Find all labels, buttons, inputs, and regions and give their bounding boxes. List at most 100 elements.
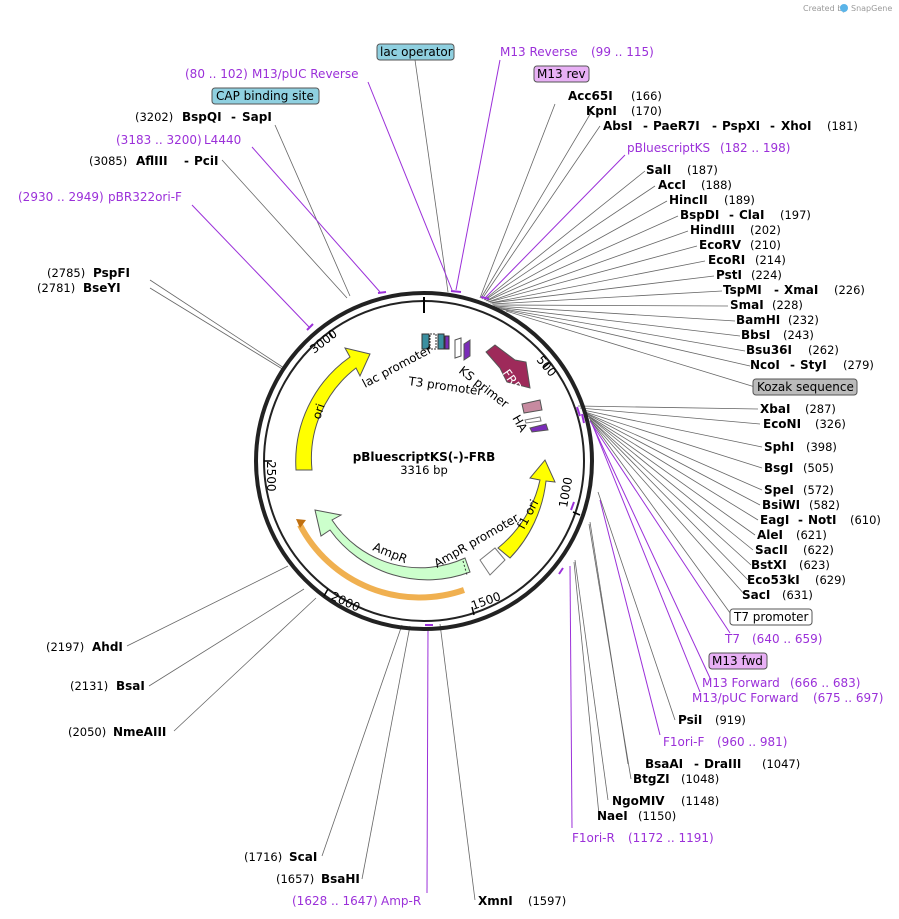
- f1-ori-arrow[interactable]: [497, 459, 556, 559]
- enzyme-sep: -: [231, 110, 236, 124]
- enzyme-bstxi[interactable]: BstXI(623): [751, 558, 830, 572]
- enzyme-bseyi[interactable]: (2781)BseYI: [37, 281, 121, 295]
- t7-promoter-box-label: T7 promoter: [733, 610, 809, 624]
- t7-promoter-box[interactable]: [729, 608, 813, 626]
- lac-operator-box[interactable]: [376, 43, 455, 61]
- primer-name: M13 Reverse: [500, 45, 578, 59]
- enzyme-pos: (187): [687, 163, 718, 177]
- enzyme-eco53ki[interactable]: Eco53kI(629): [747, 573, 846, 587]
- ampr-arrow[interactable]: [314, 509, 471, 581]
- enzyme-name: BsgI: [764, 461, 793, 475]
- primer-m13-puc-forward[interactable]: M13/pUC Forward (675 .. 697): [692, 691, 883, 705]
- enzyme-hindiii[interactable]: HindIII(202): [690, 223, 781, 237]
- enzyme-ecori[interactable]: EcoRI(214): [708, 253, 786, 267]
- primer-f1ori-r[interactable]: F1ori-R (1172 .. 1191): [572, 831, 714, 845]
- primer-name: F1ori-R: [572, 831, 615, 845]
- ori-arrow[interactable]: [295, 347, 371, 471]
- enzyme-sep: -: [643, 119, 648, 133]
- enzyme-naei[interactable]: NaeI(1150): [597, 809, 676, 823]
- enzyme-smai[interactable]: SmaI(228): [730, 298, 803, 312]
- primer-amp-r[interactable]: (1628 .. 1647) Amp-R: [292, 894, 421, 908]
- enzyme-xbai[interactable]: XbaI(287): [760, 402, 836, 416]
- enzyme-pos: (1047): [762, 757, 800, 771]
- enzyme-bbsi[interactable]: BbsI(243): [741, 328, 814, 342]
- enzyme-ngomiv[interactable]: NgoMIV(1148): [612, 794, 719, 808]
- enzyme-pos: (582): [809, 498, 840, 512]
- enzyme-ncoi-styi[interactable]: NcoI - StyI (279): [750, 358, 874, 372]
- enzyme-ahdi[interactable]: (2197)AhdI: [46, 640, 123, 654]
- m13-fwd-box[interactable]: [708, 652, 768, 670]
- primer-l4440[interactable]: (3183 .. 3200) L4440: [116, 133, 241, 147]
- enzyme-ecorv[interactable]: EcoRV(210): [699, 238, 781, 252]
- enzyme-name: BspDI: [680, 208, 719, 222]
- enzyme-nmeaiii[interactable]: (2050)NmeAIII: [68, 725, 166, 739]
- enzyme-name: BbsI: [741, 328, 770, 342]
- enzyme-hincii[interactable]: HincII(189): [669, 193, 755, 207]
- enzyme-bsaai-draiii[interactable]: BsaAI - DraIII (1047): [645, 757, 800, 771]
- enzyme-eagi-noti[interactable]: EagI - NotI (610): [760, 513, 881, 527]
- enzyme-sali[interactable]: SalI (187): [646, 163, 718, 177]
- enzyme-acci[interactable]: AccI(188): [658, 178, 732, 192]
- ha-block[interactable]: [521, 399, 543, 414]
- enzyme-afliii-pcii[interactable]: (3085) AflIII - PciI: [89, 154, 219, 168]
- primer-name: T7: [724, 632, 740, 646]
- lac-promoter-block: [429, 333, 437, 350]
- enzyme-name: KpnI: [586, 104, 617, 118]
- primer-m13-reverse[interactable]: M13 Reverse (99 .. 115): [500, 45, 654, 59]
- enzyme-name: ScaI: [289, 850, 317, 864]
- kozak-box[interactable]: [752, 378, 858, 396]
- enzyme-pspfi[interactable]: (2785)PspFI: [47, 266, 130, 280]
- enzyme-tspmi-xmai[interactable]: TspMI - XmaI (226): [723, 283, 865, 297]
- primer-pbr322ori-f[interactable]: (2930 .. 2949) pBR322ori-F: [18, 190, 182, 204]
- enzyme-sep: -: [729, 208, 734, 222]
- enzyme-name: SpeI: [764, 483, 794, 497]
- cap-site-box-label: CAP binding site: [216, 89, 314, 103]
- primer-range: (2930 .. 2949): [18, 190, 104, 204]
- enzyme-psii[interactable]: PsiI(919): [678, 713, 746, 727]
- m13-rev-block: [444, 335, 450, 350]
- m13-rev-box[interactable]: [533, 65, 590, 83]
- primer-t7[interactable]: T7 (640 .. 659): [724, 632, 822, 646]
- enzyme-name: AflIII: [136, 154, 168, 168]
- enzyme-absi-xhoi[interactable]: AbsI - PaeR7I - PspXI - XhoI (181): [603, 119, 858, 133]
- enzyme-bspqi-sapi[interactable]: (3202) BspQI - SapI: [135, 110, 272, 124]
- enzyme-bspdi-clai[interactable]: BspDI - ClaI (197): [680, 208, 811, 222]
- enzyme-pos: (3202): [135, 110, 173, 124]
- enzyme-psti[interactable]: PstI(224): [716, 268, 782, 282]
- enzyme-scai[interactable]: (1716)ScaI: [244, 850, 317, 864]
- enzyme-bsahi[interactable]: (1657)BsaHI: [276, 872, 360, 886]
- enzyme-sacii[interactable]: SacII(622): [755, 543, 834, 557]
- cap-site-box[interactable]: [211, 87, 320, 105]
- frb-arrow[interactable]: [485, 344, 531, 389]
- primer-name: M13/pUC Forward: [692, 691, 799, 705]
- enzyme-bsgi[interactable]: BsgI (505): [764, 461, 834, 475]
- enzyme-alei[interactable]: AleI(621): [757, 528, 827, 542]
- enzyme-name: SalI: [646, 163, 671, 177]
- enzyme-econi[interactable]: EcoNI(326): [763, 417, 846, 431]
- ks-primer-block: [463, 339, 471, 361]
- enzyme-sep: -: [694, 757, 699, 771]
- enzyme-pos: (631): [782, 588, 813, 602]
- enzyme-bsu36i[interactable]: Bsu36I(262): [746, 343, 839, 357]
- enzyme-kpni[interactable]: KpnI(170): [586, 104, 662, 118]
- lac-operator-block: [437, 333, 445, 350]
- primer-m13-forward[interactable]: M13 Forward (666 .. 683): [702, 676, 860, 690]
- enzyme-pos: (505): [803, 461, 834, 475]
- enzyme-saci[interactable]: SacI(631): [742, 588, 813, 602]
- primer-f1ori-f[interactable]: F1ori-F (960 .. 981): [663, 735, 787, 749]
- tick-2500: 2500: [264, 460, 278, 492]
- enzyme-btgzi[interactable]: BtgZI(1048): [633, 772, 719, 786]
- enzyme-sphi[interactable]: SphI(398): [764, 440, 837, 454]
- primer-pbluescriptks[interactable]: pBluescriptKS (182 .. 198): [627, 141, 790, 155]
- backbone-outer: [254, 291, 594, 631]
- enzyme-xmni[interactable]: XmnI(1597): [478, 894, 566, 908]
- enzyme-bamhi[interactable]: BamHI(232): [736, 313, 819, 327]
- enzyme-acc65i[interactable]: Acc65I(166): [568, 89, 662, 103]
- primer-m13-puc-reverse[interactable]: (80 .. 102) M13/pUC Reverse: [185, 67, 359, 81]
- enzyme-spei[interactable]: SpeI(572): [764, 483, 834, 497]
- enzyme-pos: (1048): [681, 772, 719, 786]
- enzyme-bsai[interactable]: (2131)BsaI: [70, 679, 145, 693]
- ampr-promoter-arrow[interactable]: [479, 547, 506, 576]
- enzyme-bsiwi[interactable]: BsiWI(582): [762, 498, 840, 512]
